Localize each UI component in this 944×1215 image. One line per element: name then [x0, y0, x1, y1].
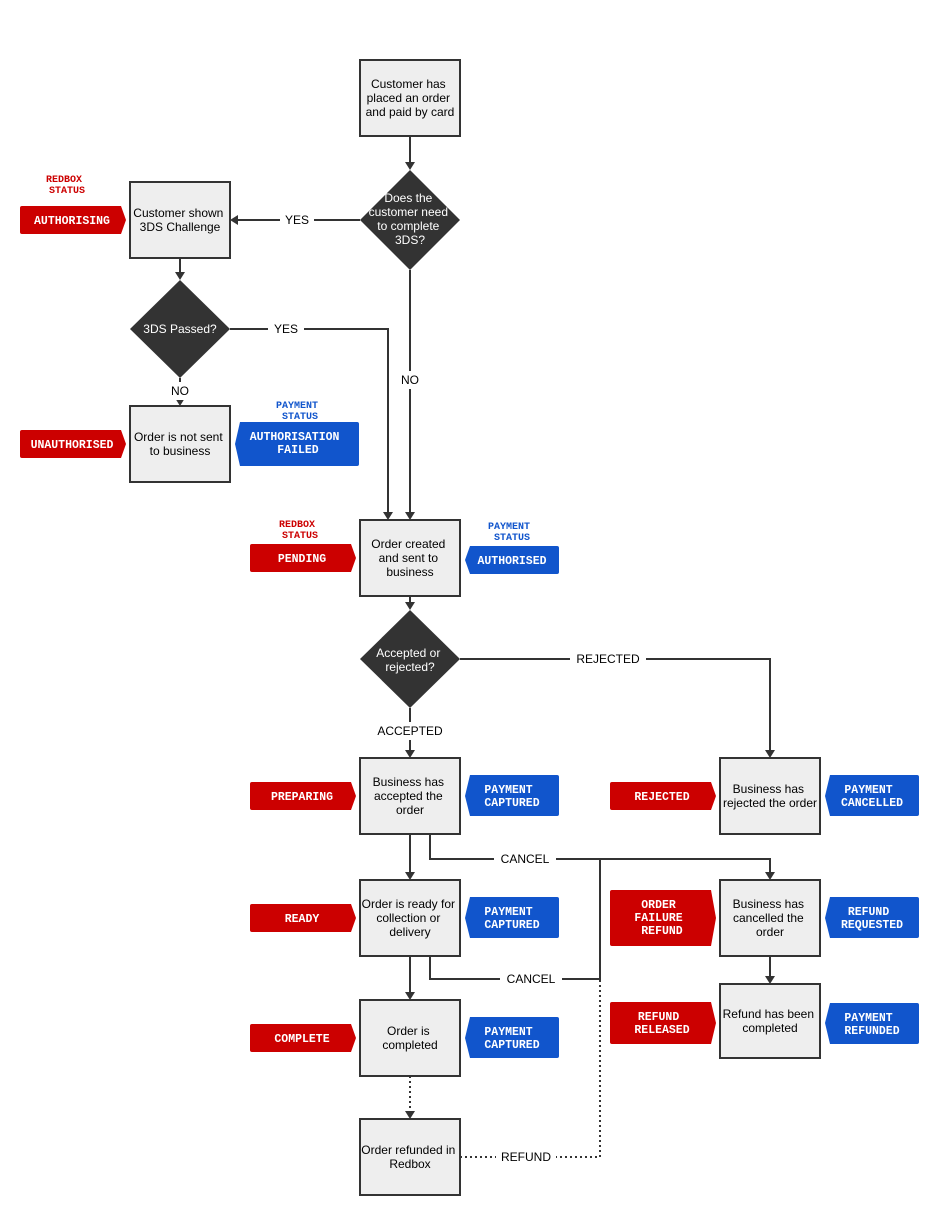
box-cancelled-order-text: Business has cancelled the order — [733, 897, 808, 939]
tag-authorised-text: AUTHORISED — [477, 555, 546, 568]
header-payment-status-1: PAYMENT STATUS — [276, 401, 324, 423]
tag-authorising — [20, 206, 126, 234]
box-refunded-redbox — [359, 1118, 461, 1196]
tag-ready — [250, 904, 356, 932]
tag-pending-text: PENDING — [278, 553, 326, 566]
tag-preparing-text: PREPARING — [271, 791, 333, 804]
box-placed-order-text: Customer has placed an order and paid by… — [366, 77, 455, 119]
box-accepted — [359, 757, 461, 835]
tag-unauthorised — [20, 430, 126, 458]
box-placed-order — [359, 59, 461, 137]
tag-payment-refunded — [825, 1003, 919, 1044]
edge-label-yes-passed: YES — [274, 322, 298, 336]
tag-pending — [250, 544, 356, 572]
tag-rejected — [610, 782, 716, 810]
tag-payment-captured-1 — [465, 775, 559, 816]
status-headers: REDBOX STATUS PAYMENT STATUS REDBOX STAT… — [46, 175, 536, 544]
box-not-sent — [129, 405, 231, 483]
tag-authorising-text: AUTHORISING — [34, 215, 110, 228]
box-not-sent-text: Order is not sent to business — [134, 430, 226, 458]
tag-refund-released — [610, 1002, 716, 1044]
decisions: Does the customer need to complete 3DS? … — [130, 170, 460, 708]
decision-accept-reject — [360, 610, 460, 708]
tag-complete — [250, 1024, 356, 1052]
edge-label-rejected: REJECTED — [576, 652, 640, 666]
tag-payment-captured-2-text: PAYMENT CAPTURED — [484, 906, 539, 932]
box-ready-text: Order is ready for collection or deliver… — [362, 897, 459, 939]
tag-refund-requested — [825, 897, 919, 938]
box-completed — [359, 999, 461, 1077]
box-created-sent-text: Order created and sent to business — [371, 537, 448, 579]
payment-tags: AUTHORISATION FAILED AUTHORISED PAYMENT … — [235, 422, 919, 1058]
edge-labels: YES NO YES NO REJECTED ACCEPTED CANCEL C… — [166, 211, 646, 1166]
box-created-sent — [359, 519, 461, 597]
tag-payment-captured-3-text: PAYMENT CAPTURED — [484, 1026, 539, 1052]
tag-payment-cancelled — [825, 775, 919, 816]
edge-label-no-3ds: NO — [401, 373, 419, 387]
tag-refund-requested-text: REFUND REQUESTED — [841, 906, 903, 932]
tag-preparing — [250, 782, 356, 810]
tag-complete-text: COMPLETE — [274, 1033, 329, 1046]
decision-accept-reject-text: Accepted or rejected? — [376, 646, 443, 674]
tag-ready-text: READY — [285, 913, 320, 926]
redbox-tags: AUTHORISING UNAUTHORISED PENDING PREPARI… — [20, 206, 716, 1052]
header-redbox-status-1: REDBOX STATUS — [46, 175, 88, 197]
edge-rejected — [460, 658, 771, 750]
tag-payment-captured-3 — [465, 1017, 559, 1058]
edge-label-accepted: ACCEPTED — [377, 724, 443, 738]
tag-payment-captured-2 — [465, 897, 559, 938]
tag-authorisation-failed-text: AUTHORISATION FAILED — [250, 431, 347, 457]
tag-rejected-text: REJECTED — [634, 791, 689, 804]
box-accepted-text: Business has accepted the order — [373, 775, 448, 817]
decision-need-3ds-text: Does the customer need to complete 3DS? — [369, 191, 452, 247]
decision-need-3ds — [360, 170, 460, 270]
header-redbox-status-2: REDBOX STATUS — [279, 520, 321, 542]
box-completed-text: Order is completed — [382, 1024, 437, 1052]
box-rejected-order — [719, 757, 821, 835]
decision-passed-3ds — [130, 280, 230, 378]
tag-unauthorised-text: UNAUTHORISED — [31, 439, 114, 452]
tag-payment-refunded-text: PAYMENT REFUNDED — [844, 1012, 899, 1038]
edge-label-yes-3ds: YES — [285, 213, 309, 227]
process-boxes: Customer has placed an order and paid by… — [129, 59, 821, 1196]
box-refund-completed-text: Refund has been completed — [723, 1007, 818, 1035]
tag-payment-cancelled-text: PAYMENT CANCELLED — [841, 784, 903, 810]
tag-order-failure-refund — [610, 890, 716, 946]
tag-refund-released-text: REFUND RELEASED — [634, 1011, 689, 1037]
edge-label-no-passed: NO — [171, 384, 189, 398]
tag-payment-captured-1-text: PAYMENT CAPTURED — [484, 784, 539, 810]
box-cancelled-order — [719, 879, 821, 957]
edge-label-cancel-2: CANCEL — [507, 972, 556, 986]
box-ready — [359, 879, 461, 957]
box-rejected-order-text: Business has rejected the order — [723, 782, 817, 810]
decision-passed-3ds-text: 3DS Passed? — [143, 322, 217, 336]
edge-label-cancel-1: CANCEL — [501, 852, 550, 866]
tag-order-failure-refund-text: ORDER FAILURE REFUND — [634, 899, 689, 938]
header-payment-status-2: PAYMENT STATUS — [488, 522, 536, 544]
tag-authorisation-failed — [235, 422, 359, 466]
box-shown-3ds-text: Customer shown 3DS Challenge — [133, 206, 226, 234]
box-refund-completed — [719, 983, 821, 1059]
box-refunded-redbox-text: Order refunded in Redbox — [361, 1143, 458, 1171]
tag-authorised — [465, 546, 559, 574]
edge-label-refund: REFUND — [501, 1150, 551, 1164]
box-shown-3ds — [129, 181, 231, 259]
